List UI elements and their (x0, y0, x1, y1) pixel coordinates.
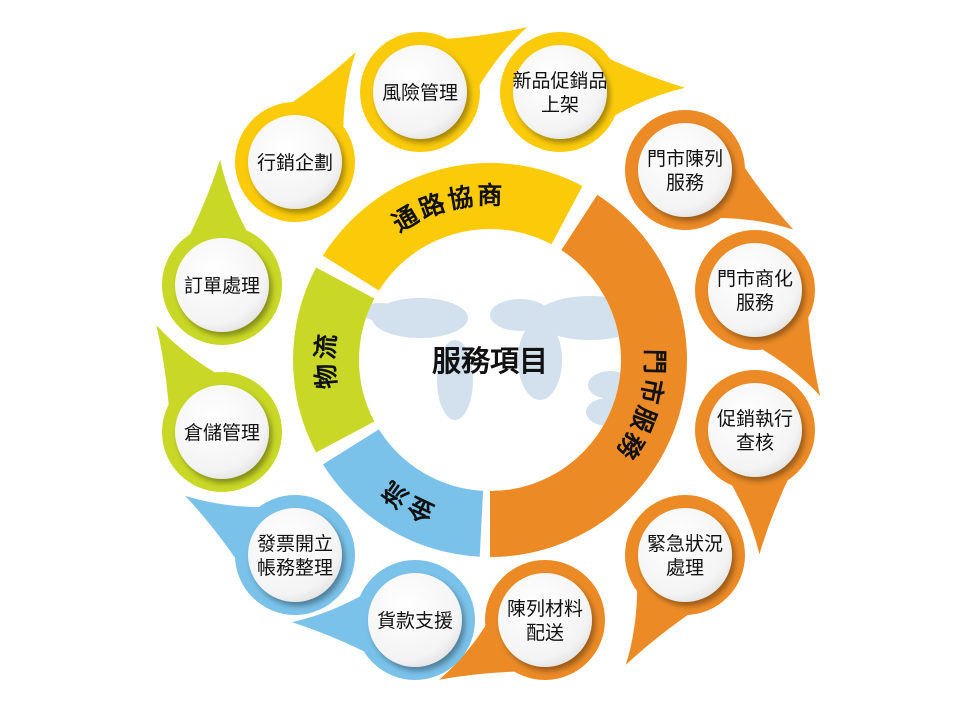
service-item-bubble: 貨款支援 (355, 560, 475, 680)
bubble-face (248, 115, 342, 209)
bubble-label: 行銷企劃 (257, 152, 333, 174)
bubble-label: 處理 (666, 557, 704, 579)
bubble-face (708, 383, 802, 477)
service-item-bubble: 訂單處理 (162, 225, 282, 345)
bubble-face (175, 385, 269, 479)
ring-segment (490, 194, 687, 557)
bubble-face (248, 508, 342, 602)
bubble-face (638, 508, 732, 602)
bubble-label: 貨款支援 (377, 610, 453, 632)
bubble-label: 倉儲管理 (184, 422, 260, 444)
outer-bubbles: 風險管理新品促銷品上架門市陳列服務門市商化服務促銷執行查核緊急狀況處理陳列材料配… (162, 32, 815, 680)
center-title: 服務項目 (432, 344, 548, 378)
map-landmass (437, 340, 473, 420)
bubble-label: 配送 (526, 622, 564, 644)
bubble-label: 發票開立 (257, 533, 333, 555)
bubble-label: 服務 (666, 172, 704, 194)
ring-segment (322, 163, 583, 291)
bubble-label: 服務 (736, 292, 774, 314)
bubble-label: 查核 (736, 432, 774, 454)
bubble-face (175, 238, 269, 332)
service-item-bubble: 倉儲管理 (162, 372, 282, 492)
service-item-bubble: 風險管理 (360, 32, 480, 152)
bubble-label: 促銷執行 (717, 408, 793, 430)
bubble-face (368, 573, 462, 667)
bubble-face (638, 123, 732, 217)
map-landmass (362, 303, 398, 321)
bubble-label: 新品促銷品 (512, 70, 607, 92)
bubble-face (513, 45, 607, 139)
bubble-label: 上架 (541, 94, 579, 116)
ring-segment (293, 267, 375, 453)
bubble-face (498, 573, 592, 667)
bubble-label: 陳列材料 (507, 598, 583, 620)
world-map-background (362, 296, 645, 426)
bubble-label: 風險管理 (382, 82, 458, 104)
bubble-label: 門市商化 (717, 268, 793, 290)
bubble-face (373, 45, 467, 139)
bubble-face (708, 243, 802, 337)
bubble-label: 緊急狀況 (647, 533, 723, 555)
bubble-label: 門市陳列 (647, 148, 723, 170)
bubble-label: 訂單處理 (184, 275, 260, 297)
map-landmass (518, 320, 562, 400)
ring-segment (322, 429, 484, 557)
service-item-bubble: 行銷企劃 (235, 102, 355, 222)
bubble-label: 帳務整理 (257, 557, 333, 579)
